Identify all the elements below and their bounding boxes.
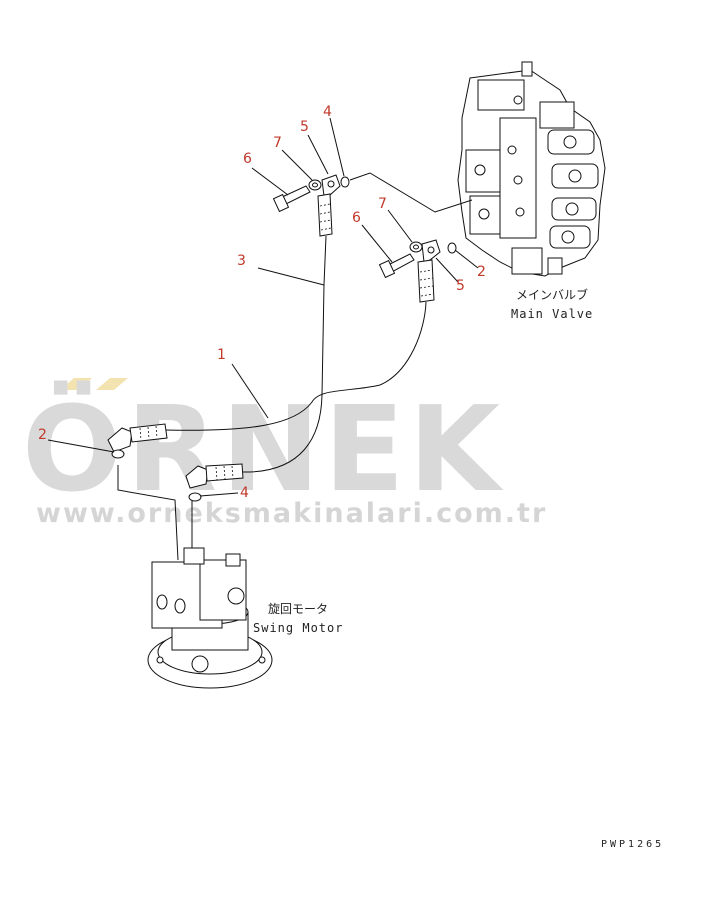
watermark: ÖRNEK www.orneksmakinalari.com.tr (22, 378, 547, 529)
callout-1: 1 (217, 347, 226, 363)
callout-7-upper: 7 (273, 135, 282, 151)
hose-lines (117, 172, 473, 561)
main-valve-label-en: Main Valve (511, 307, 593, 321)
callout-leaders (47, 117, 479, 497)
swing-motor-label-jp: 旋回モータ (268, 602, 328, 616)
callout-3: 3 (237, 253, 246, 269)
watermark-brand: ÖRNEK (22, 380, 505, 518)
lower-fittings (107, 423, 244, 502)
callout-6-upper: 6 (243, 151, 252, 167)
swing-motor-label-en: Swing Motor (253, 621, 343, 635)
upper-fitting-group (272, 174, 350, 237)
callout-7-right: 7 (378, 196, 387, 212)
swing-motor (147, 547, 273, 689)
watermark-accent-right (96, 378, 128, 390)
watermark-url: www.orneksmakinalari.com.tr (36, 498, 547, 529)
callout-4-lower: 4 (240, 485, 249, 501)
callout-2-left: 2 (38, 427, 47, 443)
watermark-accent-left (60, 378, 92, 390)
main-valve-label-jp: メインバルブ (516, 287, 588, 302)
callout-6-right: 6 (352, 210, 361, 226)
callout-5-right: 5 (456, 278, 465, 294)
callouts: 6 7 5 4 6 7 2 5 3 1 2 4 (38, 104, 486, 501)
right-fitting-group (378, 239, 457, 303)
callout-4-upper: 4 (323, 104, 332, 120)
drawing-code: PWP1265 (601, 839, 664, 850)
callout-5-upper: 5 (300, 119, 309, 135)
callout-2-right: 2 (477, 264, 486, 280)
main-valve (457, 61, 606, 277)
